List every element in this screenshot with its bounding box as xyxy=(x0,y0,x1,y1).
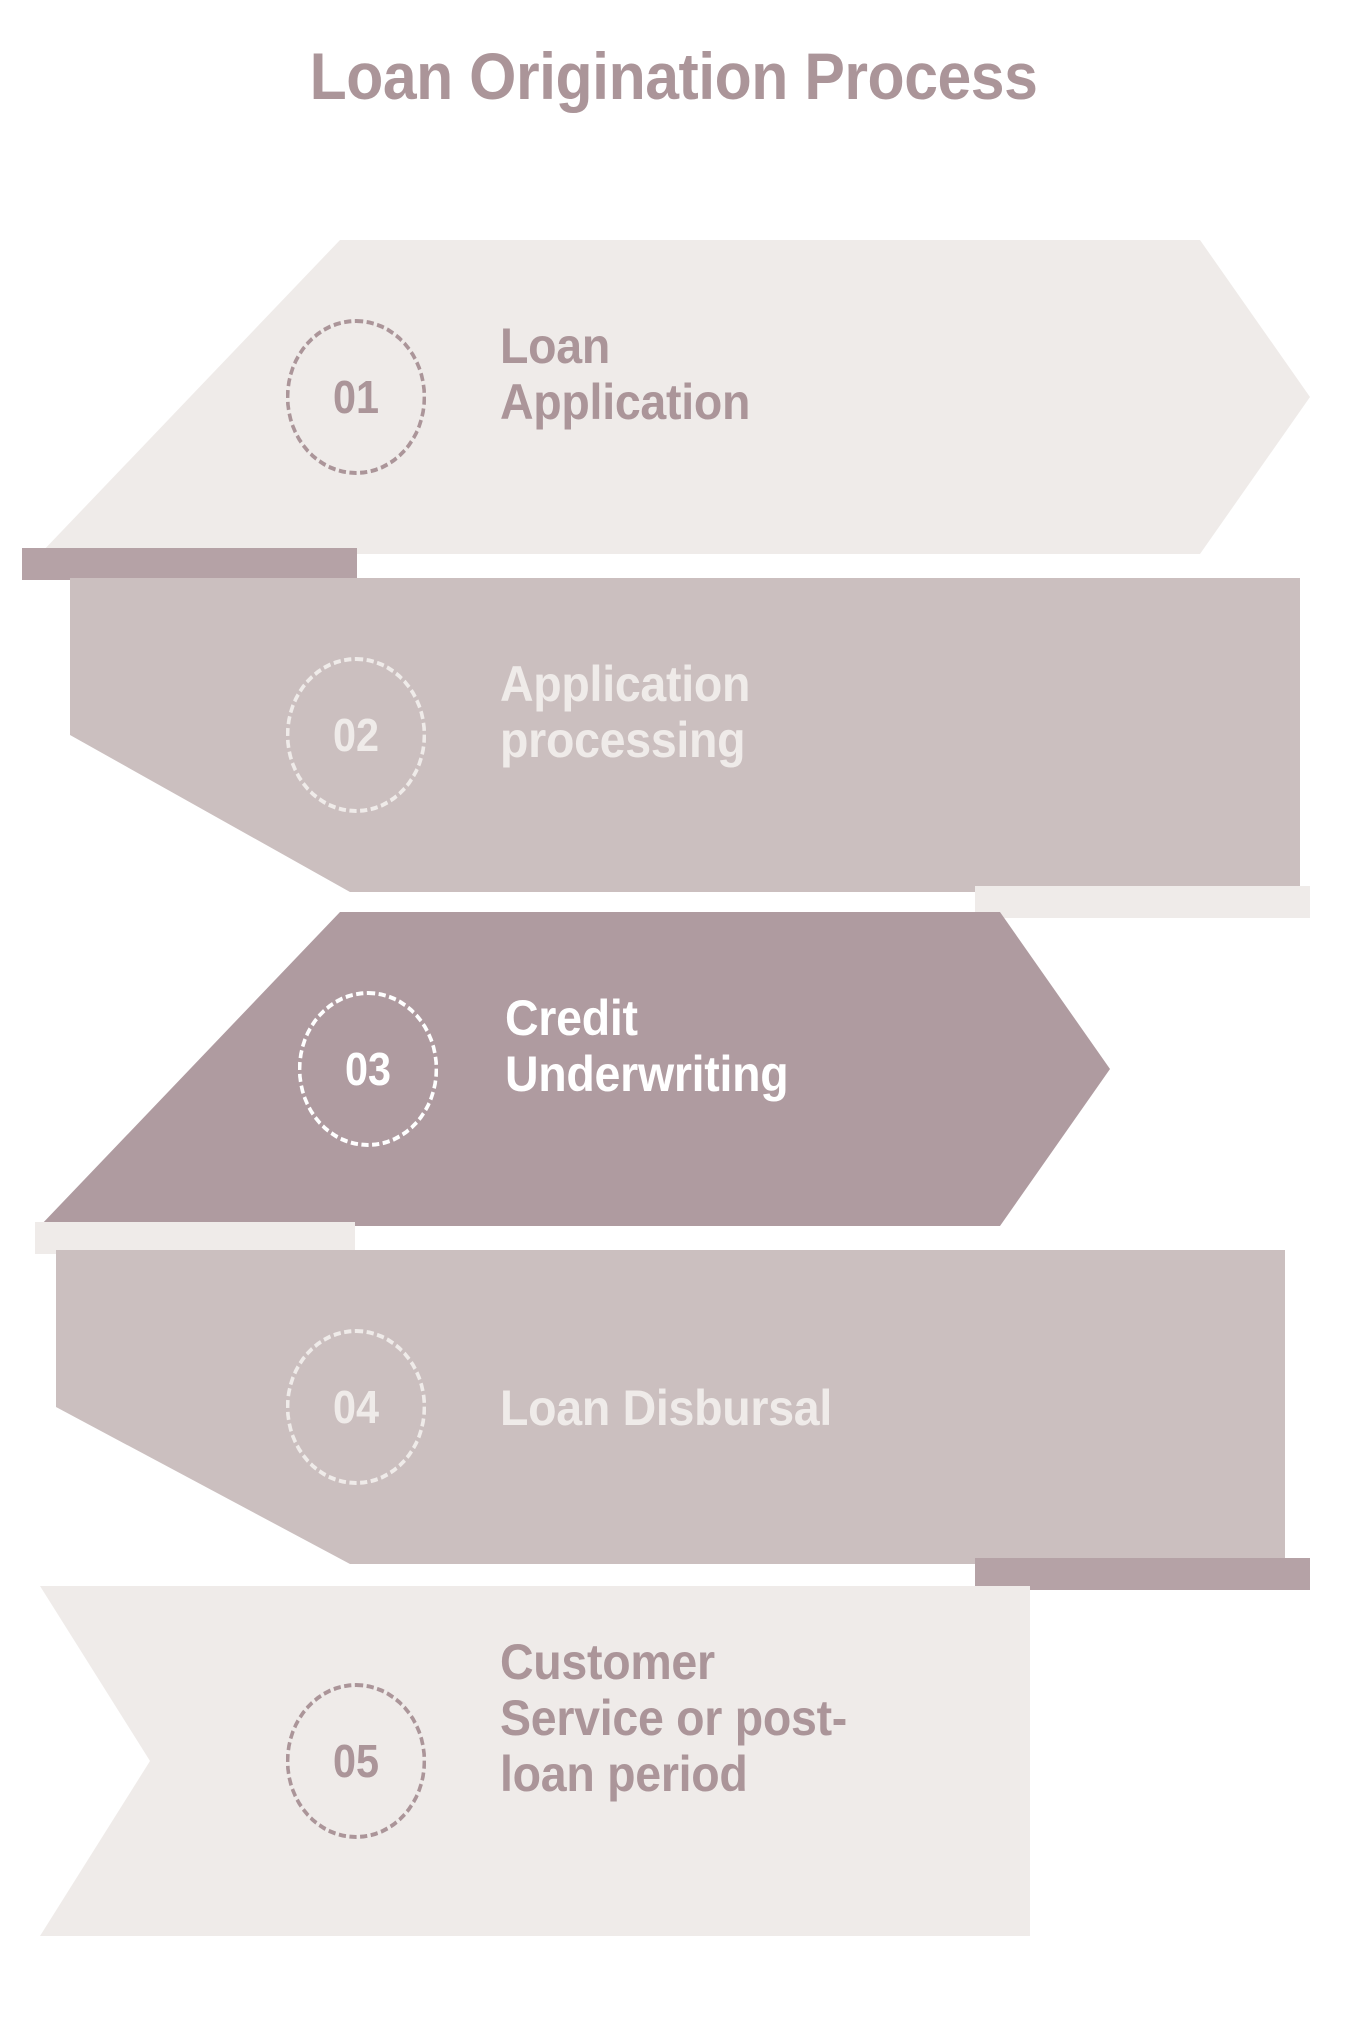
page-title: Loan Origination Process xyxy=(309,39,1038,113)
step-band-3[interactable]: 03 Credit Underwriting xyxy=(0,912,1347,1226)
step-number-2: 02 xyxy=(332,709,380,761)
step-shape-3 xyxy=(40,912,1110,1226)
step-band-5[interactable]: 05 Customer Service or post- loan period xyxy=(0,1586,1347,1936)
step-band-4[interactable]: 04 Loan Disbursal xyxy=(0,1250,1347,1564)
connector-4-5 xyxy=(975,1558,1310,1590)
step-number-circle-5: 05 xyxy=(285,1683,427,1839)
step-shape-5 xyxy=(40,1586,1030,1936)
step-number-circle-1: 01 xyxy=(285,319,427,475)
step-number-circle-4: 04 xyxy=(285,1329,427,1485)
step-number-4: 04 xyxy=(332,1381,380,1433)
step-shape-2 xyxy=(70,578,1300,892)
step-number-5: 05 xyxy=(332,1735,380,1787)
connector-3-4 xyxy=(35,1222,355,1254)
step-label-5: Customer Service or post- loan period xyxy=(500,1634,847,1802)
step-number-3: 03 xyxy=(344,1043,392,1095)
step-label-4: Loan Disbursal xyxy=(500,1380,832,1436)
connector-2-3 xyxy=(975,886,1310,918)
step-number-1: 01 xyxy=(332,371,380,423)
step-label-3: Credit Underwriting xyxy=(505,990,789,1102)
step-number-circle-2: 02 xyxy=(285,657,427,813)
step-band-2[interactable]: 02 Application processing xyxy=(0,578,1347,892)
connector-1-2 xyxy=(22,548,357,580)
step-shape-1 xyxy=(40,240,1310,554)
step-shape-4 xyxy=(56,1250,1285,1564)
step-number-circle-3: 03 xyxy=(297,991,439,1147)
step-label-2: Application processing xyxy=(500,656,751,768)
step-band-1[interactable]: 01 Loan Application xyxy=(0,240,1347,554)
step-label-1: Loan Application xyxy=(500,318,751,430)
